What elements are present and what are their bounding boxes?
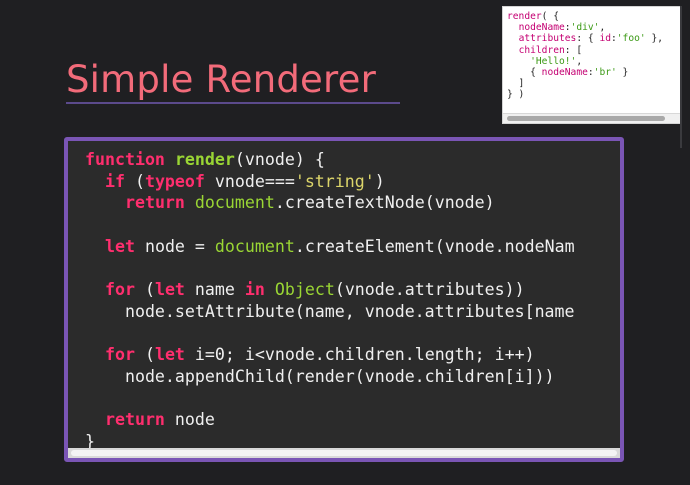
code-text: (vnode.attributes)): [334, 280, 525, 300]
slide-title: Simple Renderer: [66, 58, 376, 101]
code-keyword: let: [154, 280, 185, 300]
code-text: [265, 280, 275, 299]
code-global: document: [214, 236, 295, 256]
mini-token: children: [518, 44, 565, 56]
mini-token: },: [645, 33, 663, 45]
mini-token: nodeName: [518, 22, 565, 34]
code-keyword: let: [104, 236, 135, 256]
code-indent: [85, 280, 105, 299]
title-underline: [66, 102, 400, 104]
code-global: document: [194, 193, 275, 213]
mini-token: ( {: [541, 11, 559, 22]
mini-token: {: [530, 67, 542, 79]
mini-scrollbar-thumb[interactable]: [507, 116, 665, 121]
mini-indent: [507, 56, 530, 67]
code-indent: [85, 237, 105, 256]
mini-token: :: [564, 22, 571, 34]
code-keyword: in: [244, 280, 265, 300]
code-keyword: return: [104, 410, 165, 430]
code-scrollbar-thumb[interactable]: [71, 450, 617, 456]
code-panel: function render(vnode) { if (typeof vnod…: [64, 137, 624, 462]
code-indent: [85, 172, 105, 191]
code-indent: [85, 193, 125, 212]
mini-token: ,: [599, 22, 606, 34]
code-keyword: for: [104, 345, 135, 365]
code-keyword: let: [154, 345, 185, 365]
code-global: Object: [274, 280, 335, 300]
code-keyword: if: [104, 171, 125, 191]
mini-indent: [507, 22, 519, 33]
mini-token: 'br': [593, 67, 617, 79]
mini-token: :: [587, 67, 594, 79]
code-text: vnode===: [204, 171, 295, 191]
mini-token: :: [611, 33, 617, 45]
code-text: .createTextNode(vnode): [274, 193, 495, 213]
code-text: node =: [134, 236, 215, 256]
mini-token: 'Hello!': [530, 55, 577, 67]
code-indent: [85, 410, 105, 429]
code-keyword: return: [124, 193, 185, 213]
code-text: [185, 193, 195, 212]
mini-indent: [507, 33, 519, 44]
code-text: node.setAttribute(name, vnode.attributes…: [85, 301, 575, 321]
mini-token: attributes: [518, 33, 577, 45]
code-keyword: function: [85, 150, 165, 169]
code-text: [165, 150, 175, 169]
code-indent: [85, 345, 105, 364]
mini-token: render: [507, 11, 542, 22]
mini-horizontal-scrollbar[interactable]: [503, 113, 681, 123]
code-text: (vnode) {: [234, 150, 325, 169]
mini-indent: [507, 67, 530, 78]
code-text: }: [85, 432, 95, 452]
code-text: node: [164, 410, 215, 430]
code-function-name: render: [174, 150, 235, 169]
mini-code-preview: render( { nodeName:'div', attributes: { …: [502, 6, 682, 124]
code-text: name: [184, 280, 245, 300]
code-horizontal-scrollbar[interactable]: [68, 448, 620, 458]
mini-token: 'foo': [616, 33, 646, 45]
code-string: 'string': [294, 171, 375, 191]
mini-token: 'div': [570, 22, 600, 34]
code-text: node.appendChild(render(vnode.children[i…: [85, 367, 555, 387]
code-text: i=0; i<vnode.children.length; i++): [184, 345, 535, 365]
mini-token: }: [616, 67, 629, 79]
mini-token: : {: [576, 33, 600, 45]
code-text: (: [134, 345, 155, 365]
code-text: (: [124, 171, 145, 191]
code-keyword: typeof: [144, 171, 205, 191]
mini-token: ,: [576, 55, 583, 67]
mini-token: : [: [564, 44, 583, 56]
mini-token: id: [599, 33, 611, 45]
mini-code-block: render( { nodeName:'div', attributes: { …: [503, 7, 681, 101]
mini-indent: [507, 45, 519, 56]
mini-preview-edge: [680, 6, 682, 148]
code-text: ): [374, 171, 385, 191]
code-keyword: for: [104, 280, 135, 300]
mini-token: nodeName: [541, 67, 588, 79]
code-block: function render(vnode) { if (typeof vnod…: [68, 141, 620, 453]
mini-token: } ): [507, 89, 525, 101]
code-text: (: [134, 280, 155, 300]
code-text: .createElement(vnode.nodeNam: [294, 236, 575, 256]
mini-token: ]: [507, 78, 525, 90]
